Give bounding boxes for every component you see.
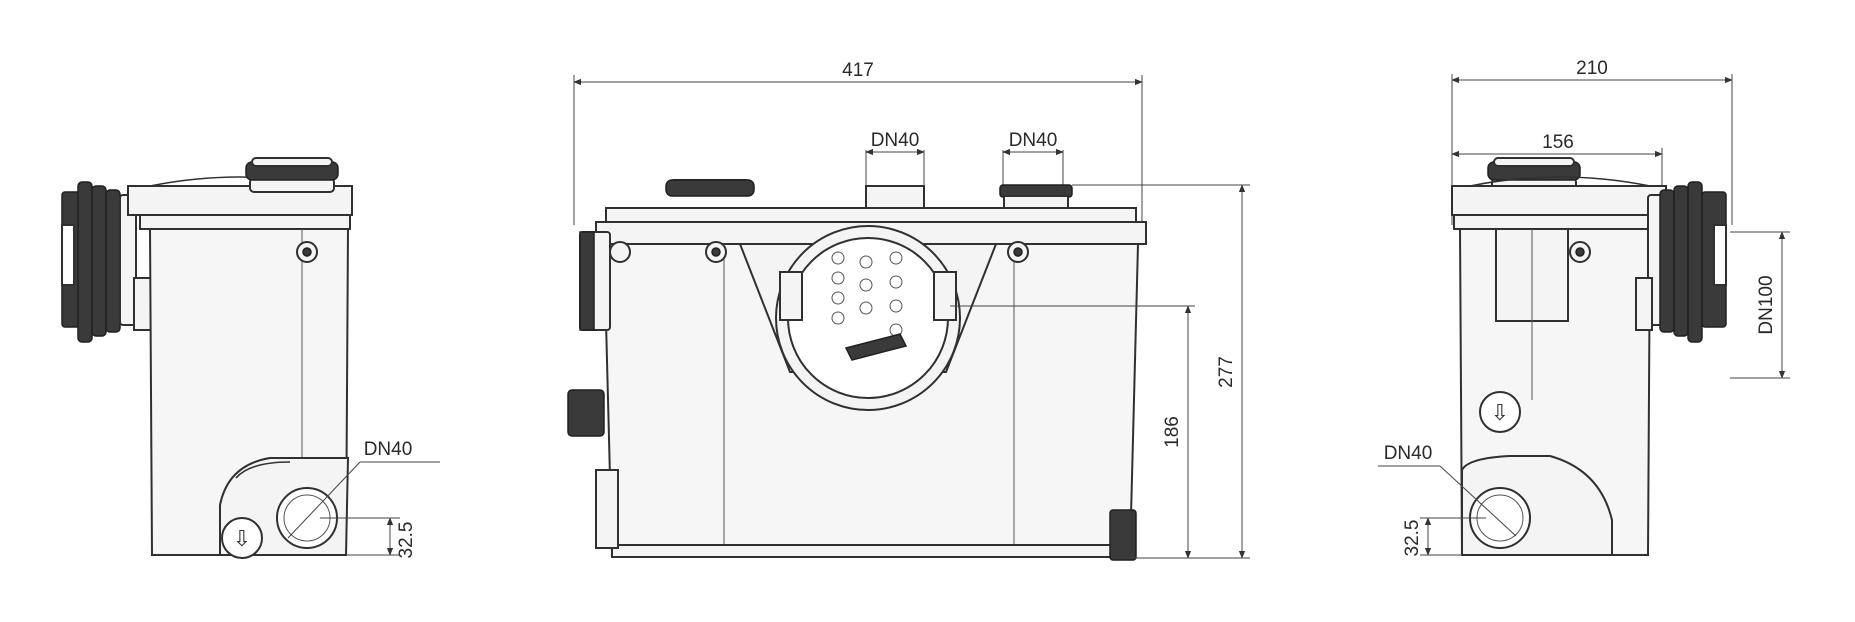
front-screw-1 (609, 241, 631, 263)
right-offset-label: 32.5 (1402, 520, 1423, 557)
right-valve-knob (1479, 391, 1521, 433)
front-inlet-inner (787, 237, 949, 399)
left-side-view: ⇩ DN40 32.5 (61, 157, 440, 559)
front-left-knob (567, 389, 605, 437)
left-cap-lip (251, 157, 333, 167)
right-width-label: 210 (1576, 58, 1608, 79)
front-base (611, 544, 1131, 558)
front-inlet-holes (831, 251, 903, 337)
front-top-port-right-label: DN40 (1009, 130, 1058, 151)
front-width-label: 417 (842, 60, 874, 81)
front-right-knob (1109, 509, 1137, 561)
left-offset-label: 32.5 (396, 522, 417, 559)
right-inlet-ring-2 (1673, 185, 1689, 337)
right-side-view: 210 156 DN100 ⇩ (1378, 58, 1790, 556)
right-inner-width-label: 156 (1542, 132, 1574, 153)
left-port-label: DN40 (364, 439, 413, 460)
right-inlet-ring-1 (1659, 189, 1675, 333)
left-inlet-slot (61, 224, 75, 286)
right-inlet-label: DN100 (1756, 275, 1777, 334)
right-down-arrow-icon: ⇩ (1491, 401, 1509, 426)
front-total-height-label: 277 (1216, 356, 1237, 388)
front-cap-left (665, 179, 755, 197)
left-lower-tab (133, 277, 153, 331)
right-port-label: DN40 (1384, 443, 1433, 464)
front-inlet-flap (844, 333, 908, 361)
left-valve-knob (221, 517, 263, 559)
right-lid (1451, 185, 1667, 216)
right-inlet-ring-3 (1687, 181, 1703, 343)
left-inlet-ring-3 (105, 189, 121, 333)
left-inlet-ring-2 (91, 185, 107, 337)
front-inlet-height-label: 186 (1162, 416, 1183, 448)
left-down-arrow-icon: ⇩ (233, 527, 251, 552)
front-top-port-left-label: DN40 (871, 130, 920, 151)
left-lid-rim (139, 214, 351, 230)
left-inlet-ring-1 (77, 181, 93, 343)
front-view: 417 DN40 DN40 (567, 60, 1250, 561)
